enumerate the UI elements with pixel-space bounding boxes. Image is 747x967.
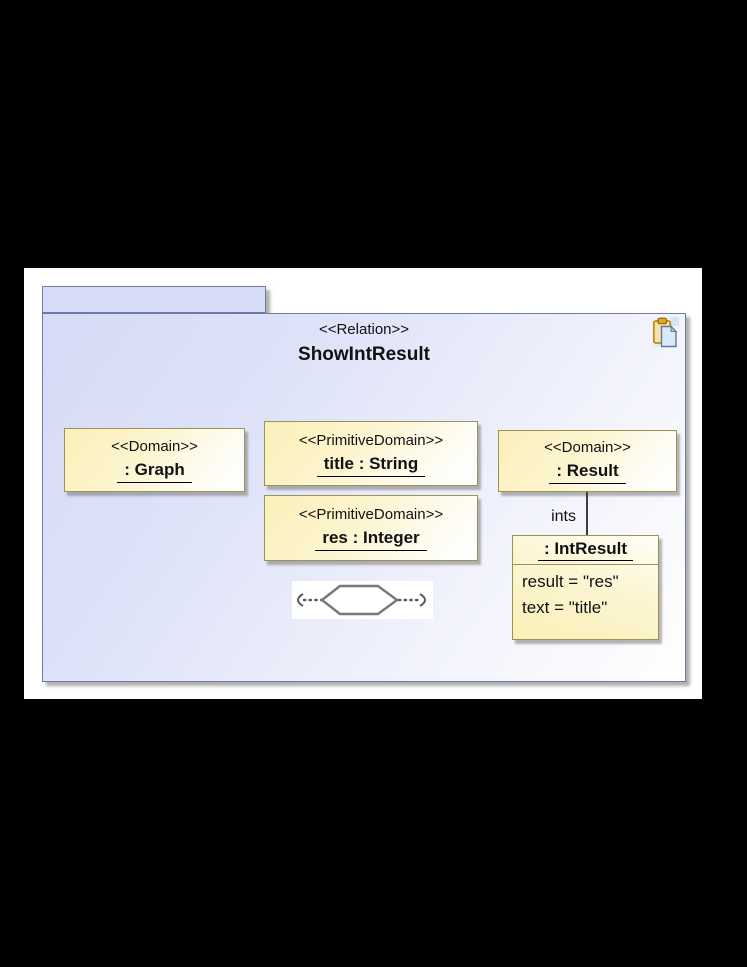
node-stereotype: <<PrimitiveDomain>> [298, 431, 444, 449]
domain-node-graph[interactable]: <<Domain>> : Graph [64, 428, 245, 492]
copy-paste-icon[interactable] [652, 317, 679, 348]
edge-label-ints: ints [551, 508, 576, 525]
domain-node-result[interactable]: <<Domain>> : Result [498, 430, 677, 492]
package-tab[interactable] [42, 286, 266, 313]
node-name: : Graph [117, 459, 192, 483]
node-stereotype: <<Domain>> [544, 439, 631, 456]
primitive-domain-node-title[interactable]: <<PrimitiveDomain>> title : String [264, 421, 478, 486]
object-node-attributes: result = "res" text = "title" [513, 565, 658, 621]
edge-result-intresult[interactable] [586, 492, 588, 535]
node-name: : Result [549, 460, 626, 484]
relation-hexagon-icon[interactable] [292, 581, 433, 619]
object-node-name: : IntResult [537, 539, 634, 561]
node-name: title : String [316, 453, 426, 477]
node-stereotype: <<Domain>> [111, 438, 198, 455]
diagram-canvas: <<Relation>> ShowIntResult <<Domain>> : … [24, 268, 702, 699]
object-node-header: : IntResult [513, 536, 658, 565]
primitive-domain-node-res[interactable]: <<PrimitiveDomain>> res : Integer [264, 495, 478, 561]
attribute-text: text = "title" [522, 598, 608, 617]
node-name: res : Integer [315, 527, 427, 551]
node-stereotype: <<PrimitiveDomain>> [298, 506, 444, 523]
object-node-intresult[interactable]: : IntResult result = "res" text = "title… [512, 535, 659, 640]
attribute-result: result = "res" [522, 572, 619, 591]
